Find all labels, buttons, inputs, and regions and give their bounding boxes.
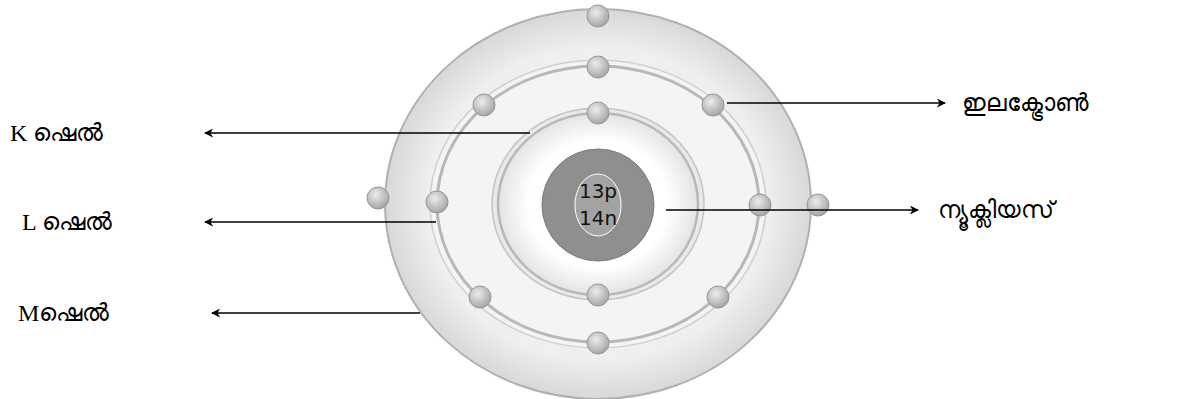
electron xyxy=(473,94,495,116)
nucleus-text-group: 13p14n xyxy=(579,178,617,232)
l-band xyxy=(430,60,766,348)
leader-line xyxy=(727,102,945,104)
electron xyxy=(469,286,491,308)
shells xyxy=(385,9,811,399)
leader-line xyxy=(205,132,530,134)
electron xyxy=(587,284,609,306)
electron xyxy=(426,191,448,213)
electrons xyxy=(367,5,829,354)
electron xyxy=(587,102,609,124)
electron xyxy=(702,94,724,116)
leader-line xyxy=(205,221,436,223)
electron xyxy=(587,56,609,78)
electron xyxy=(707,286,729,308)
nucleus-circle xyxy=(542,149,654,261)
particle-count: 14n xyxy=(579,205,617,232)
m-shell xyxy=(385,9,811,399)
part-label: ഇലക്ട്രോൺ xyxy=(962,89,1089,118)
shell-label: L ഷെൽ xyxy=(22,208,112,237)
k-shell xyxy=(498,113,698,295)
electron xyxy=(749,194,771,216)
leader-line xyxy=(666,209,918,211)
shell-label: K ഷെൽ xyxy=(10,119,103,148)
nucleus-shape xyxy=(541,148,655,262)
electron xyxy=(587,5,609,27)
electron xyxy=(807,194,829,216)
k-band xyxy=(492,108,704,300)
leader-line xyxy=(212,312,420,314)
l-shell xyxy=(437,66,759,342)
electron xyxy=(587,332,609,354)
nucleus: 13p14n xyxy=(541,148,655,262)
leader-lines xyxy=(205,103,945,313)
particle-count: 13p xyxy=(579,178,617,205)
nucleus-core xyxy=(575,174,621,236)
part-label: ന്യൂക്ലിയസ് xyxy=(938,196,1054,225)
shell-label: Mഷെൽ xyxy=(18,299,109,328)
electron xyxy=(367,187,389,209)
